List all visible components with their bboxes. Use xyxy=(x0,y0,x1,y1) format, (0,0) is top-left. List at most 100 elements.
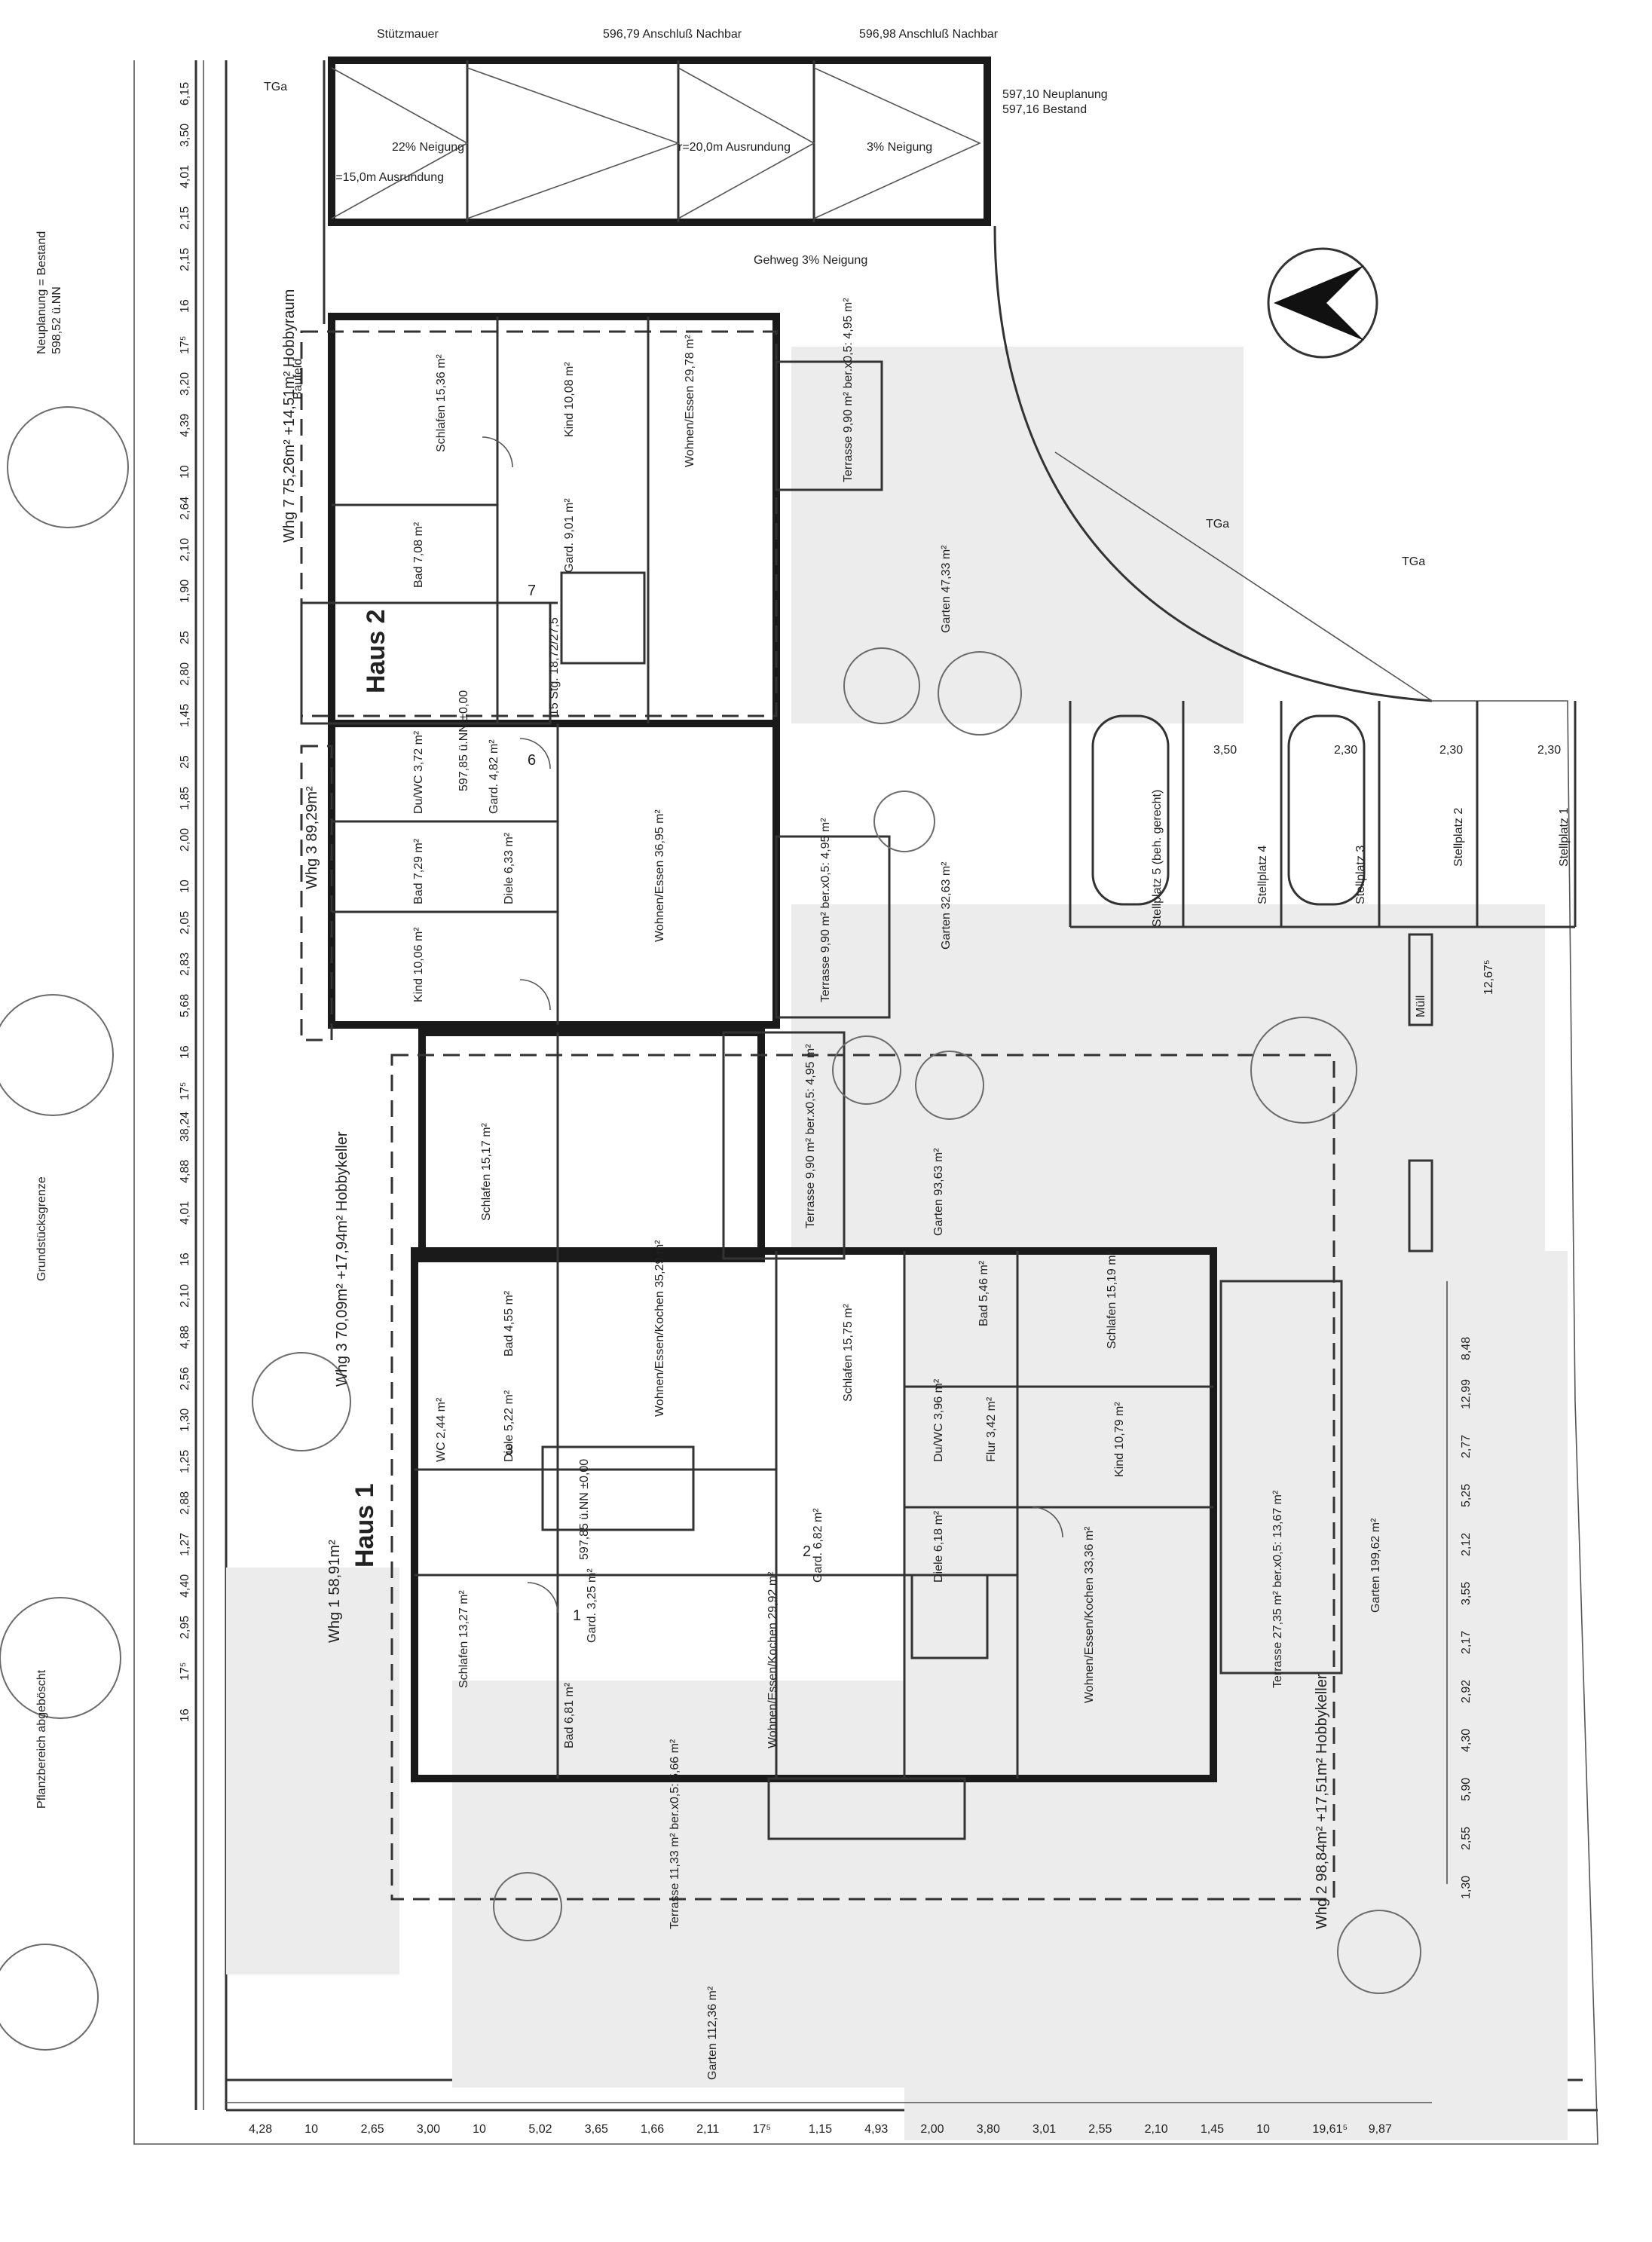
dimension-text: 16 xyxy=(179,299,191,313)
terrace-h1-1 xyxy=(767,1777,966,1840)
muell-box xyxy=(1408,933,1433,1026)
room-h2-bad: Bad 7,08 m² xyxy=(412,522,425,588)
trees xyxy=(0,406,1421,2051)
dimension-text: 2,77 xyxy=(1460,1435,1473,1458)
tga-2: TGa xyxy=(1206,518,1229,531)
stair-h1-2 xyxy=(910,1574,989,1659)
dimension-text: 2,95 xyxy=(179,1616,191,1639)
terrace-h1-3 xyxy=(722,1031,846,1260)
dimension-text: 10 xyxy=(179,465,191,479)
haus2-lower-block xyxy=(328,720,780,1029)
room-h2-dusch: Du/WC 3,72 m² xyxy=(412,730,425,814)
dimension-text: 10 xyxy=(1256,2123,1270,2136)
ramp-arrow-1 xyxy=(331,67,469,219)
dimension-text: 16 xyxy=(179,1708,191,1722)
dimension-text: 25 xyxy=(179,631,191,644)
room-h1-schlafen4: Schlafen 13,27 m² xyxy=(457,1589,470,1688)
dimension-text: 5,90 xyxy=(1460,1778,1473,1801)
dimension-text: 2,15 xyxy=(179,248,191,271)
garage-ramp xyxy=(328,57,991,226)
room-h1-kind: Kind 10,79 m² xyxy=(1113,1402,1126,1477)
room-h2-terr2: Terrasse 9,90 m² ber.x0,5: 4,95 m² xyxy=(819,818,832,1002)
north-arrow-icon xyxy=(1267,247,1378,359)
drive-line xyxy=(1054,451,1433,702)
garden-hatch-5 xyxy=(452,1681,1319,2088)
dimension-text: 1,15 xyxy=(809,2123,832,2136)
room-h2-wohnen: Wohnen/Essen 29,78 m² xyxy=(684,335,696,467)
ramp-label-2: r=20,0m Ausrundung xyxy=(678,141,791,154)
unit-wng7: Whg 7 75,26m² +14,51m² Hobbyraum xyxy=(281,289,298,543)
room-h2-terr: Terrasse 9,90 m² ber.x0,5: 4,95 m² xyxy=(842,298,855,482)
dimension-text: 3,55 xyxy=(1460,1582,1473,1605)
haus1-upper xyxy=(418,1029,765,1262)
dimension-text: 17⁵ xyxy=(753,2123,771,2136)
dimension-text: 2,92 xyxy=(1460,1680,1473,1703)
dimension-text: 17⁵ xyxy=(179,1082,191,1100)
dimension-text: 4,88 xyxy=(179,1326,191,1349)
garden-hatch-1 xyxy=(791,347,1244,723)
room-h1-garten: Garten 93,63 m² xyxy=(932,1148,945,1236)
dimension-text: 3,80 xyxy=(977,2123,1000,2136)
terrace-h2-2 xyxy=(775,835,891,1019)
parking-w4: 3,50 xyxy=(1213,744,1237,757)
stuetzmauer: Stützmauer xyxy=(377,28,439,41)
dimension-text: 4,93 xyxy=(864,2123,888,2136)
dimension-text: 2,15 xyxy=(179,206,191,230)
dimension-text: 10 xyxy=(179,879,191,893)
drive-curve xyxy=(993,225,1433,702)
parking-5: Stellplatz 5 (beh. gerecht) xyxy=(1151,790,1164,927)
room-h2-gard: Gard. 9,01 m² xyxy=(563,498,576,573)
dimension-text: 16 xyxy=(179,1045,191,1059)
number-3: 3 xyxy=(505,1442,513,1458)
room-h1-schlafen3: Schlafen 15,19 m² xyxy=(1106,1250,1118,1349)
room-h2-kind2: Kind 10,06 m² xyxy=(412,927,425,1002)
dimension-text: 1,30 xyxy=(179,1409,191,1432)
ramp-arrow-4 xyxy=(813,67,981,219)
ramp-label-4: r=15,0m Ausrundung xyxy=(332,171,444,184)
dimension-text: 16 xyxy=(179,1253,191,1266)
parking-3: Stellplatz 3 xyxy=(1354,846,1367,904)
room-h1-terr2: Terrasse 11,33 m² ber.x0,5: 5,66 m² xyxy=(668,1739,681,1929)
dimension-text: 2,12 xyxy=(1460,1533,1473,1556)
dimension-text: 2,55 xyxy=(1460,1827,1473,1850)
dimension-text: 4,30 xyxy=(1460,1729,1473,1752)
number-2: 2 xyxy=(803,1543,811,1560)
parking-len: 12,67⁵ xyxy=(1482,959,1495,995)
gehweg-label: Gehweg 3% Neigung xyxy=(754,254,867,267)
apartment-numbers: 1 2 3 6 7 xyxy=(505,583,811,1624)
parking-w1: 2,30 xyxy=(1537,744,1561,757)
room-h1-diele: Diele 5,22 m² xyxy=(503,1390,515,1462)
room-h1-flur: Flur 3,42 m² xyxy=(985,1396,998,1462)
dimension-text: 19,61⁵ xyxy=(1312,2123,1348,2136)
dimension-text: 1,25 xyxy=(179,1450,191,1473)
room-h2-bad2: Bad 7,29 m² xyxy=(412,838,425,904)
dimension-text: 17⁵ xyxy=(179,1662,191,1681)
anschluss-nachbar-1: 596,79 Anschluß Nachbar xyxy=(603,28,742,41)
room-h1-wohnen2: Wohnen/Essen/Kochen 29,92 m² xyxy=(766,1571,779,1748)
room-h1-bad2: Bad 5,46 m² xyxy=(977,1260,990,1326)
ref-height-h1: 597,85 ü.NN ±0,00 xyxy=(578,1459,591,1560)
terrace-h2-1 xyxy=(775,360,883,491)
pflanzbereich-left: Pflanzbereich abgeböscht xyxy=(35,1669,48,1809)
dimension-text: 3,20 xyxy=(179,372,191,396)
dimension-text: 2,55 xyxy=(1088,2123,1112,2136)
dimension-text: 2,05 xyxy=(179,911,191,934)
room-h1-schlafen2: Schlafen 15,75 m² xyxy=(842,1303,855,1402)
muell-label: Müll xyxy=(1415,996,1427,1017)
dimension-strings-left: 6,153,504,012,152,151617⁵3,204,39102,642… xyxy=(179,82,191,1722)
room-h2-garten1: Garten 47,33 m² xyxy=(940,545,953,633)
room-h1-gard2: Gard. 3,25 m² xyxy=(586,1568,598,1643)
dimension-text: 3,00 xyxy=(417,2123,440,2136)
dimension-text: 10 xyxy=(304,2123,318,2136)
dimension-text: 5,68 xyxy=(179,994,191,1017)
dimension-text: 4,01 xyxy=(179,1201,191,1225)
dimension-text: 5,02 xyxy=(528,2123,552,2136)
room-h1-terr3: Terrasse 27,35 m² ber.x0,5: 13,67 m² xyxy=(1271,1490,1284,1688)
room-h1-gard: Gard. 6,82 m² xyxy=(812,1508,824,1583)
baufeld-label: Baufeld xyxy=(292,359,304,399)
room-h2-diele: Diele 6,33 m² xyxy=(503,832,515,904)
dimension-text: 2,88 xyxy=(179,1491,191,1515)
dimension-text: 2,64 xyxy=(179,497,191,520)
dimension-text: 38,24 xyxy=(179,1112,191,1142)
